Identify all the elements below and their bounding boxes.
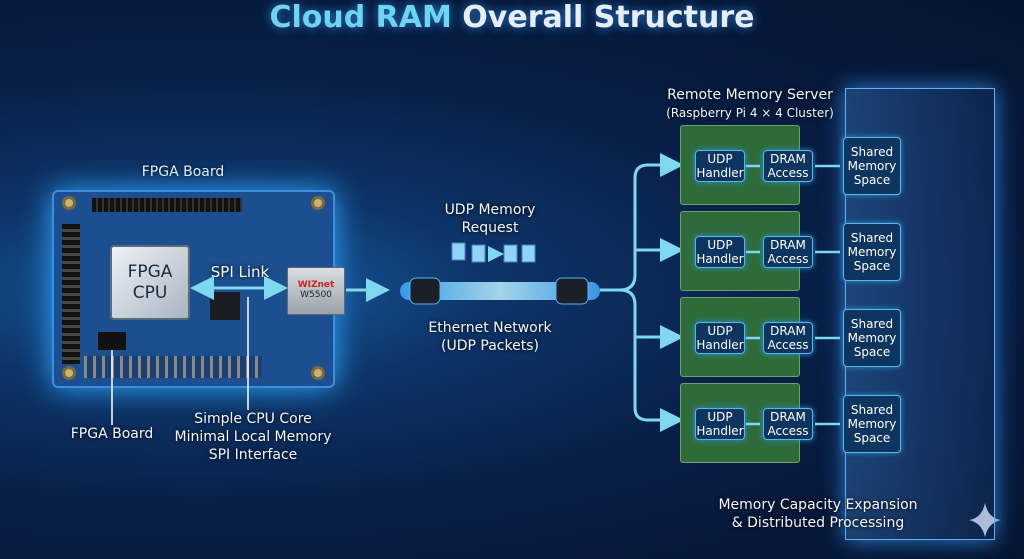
pin-header [62, 224, 80, 364]
sparkle-icon [969, 503, 1001, 537]
cable-connector [555, 277, 589, 305]
pin-header [84, 356, 262, 378]
server-title: Remote Memory Server [667, 87, 833, 103]
shared-memory-box: Shared Memory Space [843, 395, 901, 453]
udp-handler-box: UDP Handler [695, 150, 745, 182]
callout-fpga-board: FPGA Board [70, 426, 154, 442]
ic-chip [98, 332, 126, 350]
udp-handler-box: UDP Handler [695, 322, 745, 354]
mount-hole [62, 366, 76, 380]
shared-memory-box: Shared Memory Space [843, 137, 901, 195]
pin-header [92, 198, 242, 212]
dram-access-box: DRAM Access [763, 150, 813, 182]
server-subtitle: (Raspberry Pi 4 × 4 Cluster) [666, 106, 834, 120]
page-title: Cloud RAM Overall Structure [269, 0, 755, 35]
branch-line [600, 163, 649, 292]
footer-caption: Memory Capacity Expansion& Distributed P… [718, 497, 918, 531]
mount-hole [62, 196, 76, 210]
fpga-board-label: FPGA Board [141, 164, 225, 180]
udp-handler-box: UDP Handler [695, 408, 745, 440]
shared-memory-box: Shared Memory Space [843, 223, 901, 281]
udp-handler-box: UDP Handler [695, 236, 745, 268]
document-packet-icon [451, 242, 536, 263]
ethernet-cable [400, 282, 600, 300]
dram-access-box: DRAM Access [763, 322, 813, 354]
ethernet-network-label: Ethernet Network(UDP Packets) [428, 320, 552, 354]
mount-hole [311, 366, 325, 380]
shared-memory-box: Shared Memory Space [843, 309, 901, 367]
dram-access-box: DRAM Access [763, 236, 813, 268]
dram-access-box: DRAM Access [763, 408, 813, 440]
cable-connector [409, 277, 441, 305]
mount-hole [311, 196, 325, 210]
